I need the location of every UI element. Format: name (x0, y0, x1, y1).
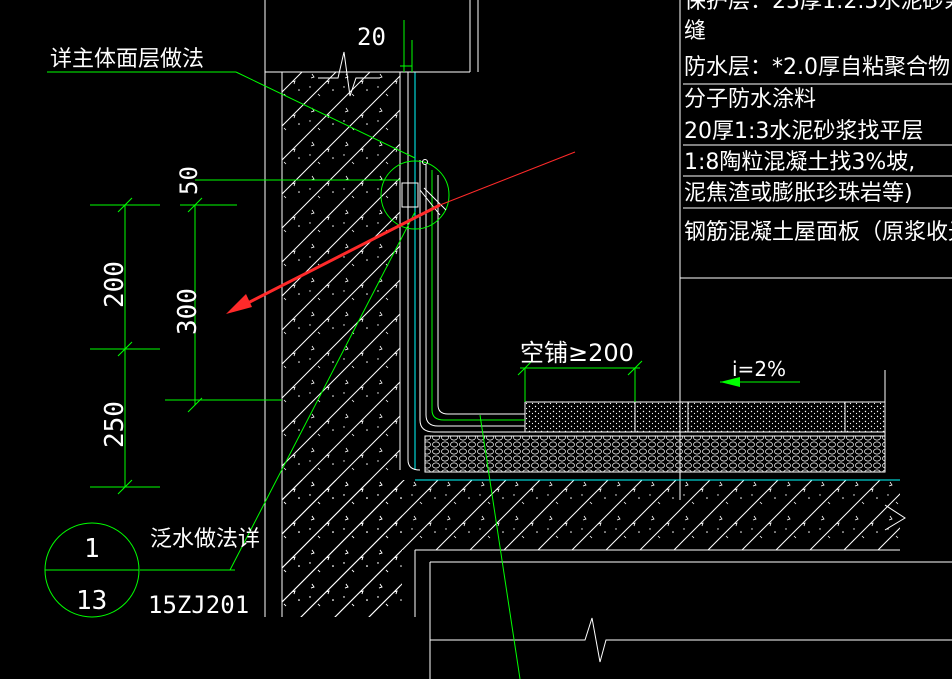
dim-300-label: 300 (173, 288, 203, 335)
leader-lines (47, 20, 640, 679)
spec-line: 20厚1:3水泥砂浆找平层 (684, 119, 923, 144)
red-arrow (226, 151, 576, 314)
atlas-code-label: 15ZJ201 (148, 591, 249, 619)
slope-arrow (720, 377, 800, 387)
sheet-number: 13 (76, 586, 107, 616)
dim-50-label: 50 (175, 166, 203, 195)
flashing-note-label: 泛水做法详 (150, 527, 260, 552)
detail-index-symbol (44, 522, 140, 618)
spec-line: 缝 (684, 19, 706, 44)
dim-250-label: 250 (100, 401, 130, 448)
surface-note-label: 详主体面层做法 (50, 47, 204, 72)
spec-line: 防水层：*2.0厚自粘聚合物 (684, 55, 950, 80)
dimension-ticks (117, 197, 643, 495)
dim-top-label: 20 (357, 23, 386, 51)
spec-line: 1:8陶粒混凝土找3%坡, (684, 150, 915, 175)
dim-200-label: 200 (100, 261, 130, 308)
detail-number: 1 (84, 534, 100, 564)
empty-laying-label: 空铺≥200 (520, 339, 634, 367)
roof-slab (282, 479, 952, 679)
spec-line: 保护层：25厚1:2.5水泥砂浆 (684, 0, 952, 14)
slope-label: i=2% (732, 357, 786, 381)
spec-line: 泥焦渣或膨胀珍珠岩等) (684, 181, 913, 206)
spec-line: 钢筋混凝土屋面板（原浆收光 (684, 220, 952, 245)
spec-line: 分子防水涂料 (684, 87, 816, 112)
roof-layers (407, 72, 886, 473)
detail-callout (380, 159, 450, 230)
